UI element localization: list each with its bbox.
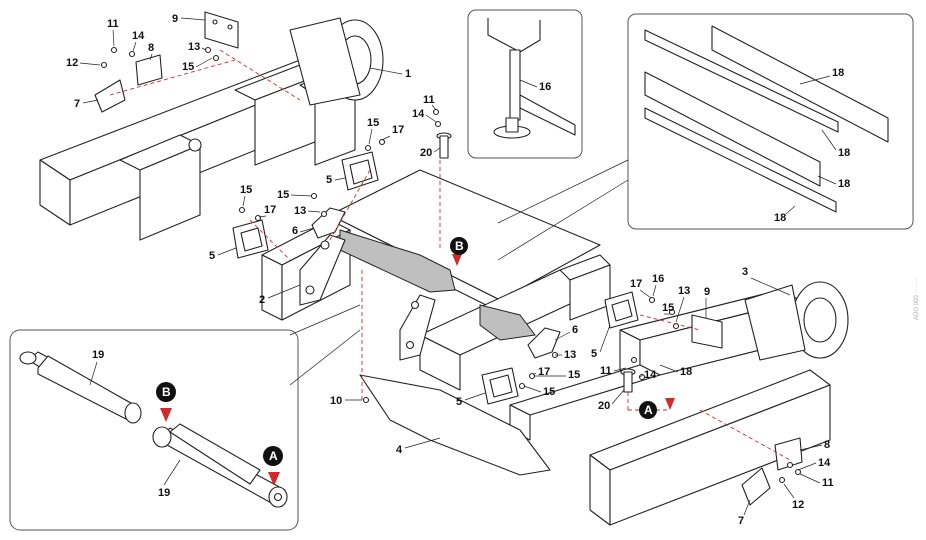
callout-18a: 18 bbox=[832, 67, 844, 79]
callout-17d: 17 bbox=[538, 366, 550, 378]
callout-5b: 5 bbox=[209, 250, 215, 262]
callout-12b: 12 bbox=[792, 499, 804, 511]
marker-a-inset: A bbox=[263, 446, 283, 486]
callout-20a: 20 bbox=[420, 147, 432, 159]
marker-a-main: A bbox=[639, 398, 675, 419]
plate-9-right bbox=[691, 314, 723, 349]
callout-18d: 18 bbox=[774, 212, 786, 224]
flange-plate-5b bbox=[232, 219, 269, 259]
callout-14a: 14 bbox=[132, 30, 145, 42]
callout-17b: 17 bbox=[264, 204, 276, 216]
callout-18e: 18 bbox=[680, 366, 692, 378]
callout-1: 1 bbox=[405, 68, 411, 80]
pin-20-top bbox=[436, 132, 452, 159]
callout-18c: 18 bbox=[838, 178, 850, 190]
callout-8b: 8 bbox=[824, 439, 830, 451]
callout-7a: 7 bbox=[74, 98, 80, 110]
callout-15g: 15 bbox=[543, 386, 555, 398]
marker-b-main-label: B bbox=[455, 239, 464, 253]
callout-4: 4 bbox=[396, 444, 403, 456]
callout-5a: 5 bbox=[326, 174, 332, 186]
callout-19b: 19 bbox=[158, 487, 170, 499]
callout-15c: 15 bbox=[240, 184, 252, 196]
cover-7-left bbox=[94, 79, 126, 113]
callout-11b: 11 bbox=[423, 94, 435, 106]
callout-10: 10 bbox=[330, 395, 342, 407]
callout-15d: 15 bbox=[277, 189, 289, 201]
flange-plate-5c bbox=[604, 291, 639, 329]
callout-13b: 13 bbox=[294, 205, 306, 217]
inset-cylinders bbox=[9, 304, 361, 531]
callout-17a: 17 bbox=[392, 124, 404, 136]
callout-3: 3 bbox=[742, 266, 748, 278]
flange-plate-5d bbox=[481, 367, 519, 405]
callout-13c: 13 bbox=[678, 285, 690, 297]
disc-6b bbox=[527, 327, 561, 359]
callout-20b: 20 bbox=[598, 400, 610, 412]
callout-5c: 5 bbox=[591, 348, 597, 360]
callout-9a: 9 bbox=[172, 13, 178, 25]
inset-stand bbox=[467, 9, 583, 159]
callout-11a: 11 bbox=[107, 18, 119, 30]
callout-13d: 13 bbox=[564, 349, 576, 361]
callout-16a: 16 bbox=[539, 81, 551, 93]
callout-6b: 6 bbox=[572, 324, 578, 336]
plate-9-top bbox=[204, 11, 239, 49]
callout-11d: 11 bbox=[822, 477, 834, 489]
plate-8-right bbox=[774, 437, 803, 471]
callout-12a: 12 bbox=[66, 57, 78, 69]
plate-8-top bbox=[135, 54, 163, 86]
callout-7b: 7 bbox=[738, 515, 744, 527]
callout-6a: 6 bbox=[292, 225, 298, 237]
marker-b-inset: B bbox=[156, 382, 176, 422]
marker-b-main: B bbox=[450, 237, 468, 266]
callout-5d: 5 bbox=[456, 396, 462, 408]
callout-14b: 14 bbox=[412, 108, 425, 120]
callout-8a: 8 bbox=[148, 42, 154, 54]
marker-a-inset-label: A bbox=[269, 449, 278, 463]
marker-a-main-label: A bbox=[644, 403, 653, 417]
callout-19a: 19 bbox=[92, 349, 104, 361]
callout-14c: 14 bbox=[644, 369, 657, 381]
callout-9b: 9 bbox=[704, 286, 710, 298]
callout-17c: 17 bbox=[630, 278, 642, 290]
marker-b-inset-label: B bbox=[162, 385, 171, 399]
disc-6a bbox=[311, 207, 346, 239]
cover-7-right bbox=[741, 467, 771, 506]
callout-16b: 16 bbox=[652, 273, 664, 285]
callout-15f: 15 bbox=[568, 369, 580, 381]
callout-18b: 18 bbox=[838, 147, 850, 159]
callout-11c: 11 bbox=[600, 365, 612, 377]
callout-15a: 15 bbox=[182, 61, 194, 73]
callout-15e: 15 bbox=[662, 302, 674, 314]
left-frame-member bbox=[39, 17, 384, 241]
main-frame bbox=[261, 169, 849, 526]
fasteners bbox=[100, 46, 802, 484]
callout-2: 2 bbox=[259, 294, 265, 306]
callout-15b: 15 bbox=[367, 117, 379, 129]
flange-plate-5a bbox=[341, 151, 379, 191]
callout-numbers: 1 2 3 4 5 5 5 5 6 6 7 7 8 8 9 9 10 11 bbox=[66, 13, 850, 527]
callout-14d: 14 bbox=[818, 457, 831, 469]
callout-13a: 13 bbox=[188, 41, 200, 53]
watermark: ADO 000 ·· ·· ·· bbox=[914, 278, 920, 320]
